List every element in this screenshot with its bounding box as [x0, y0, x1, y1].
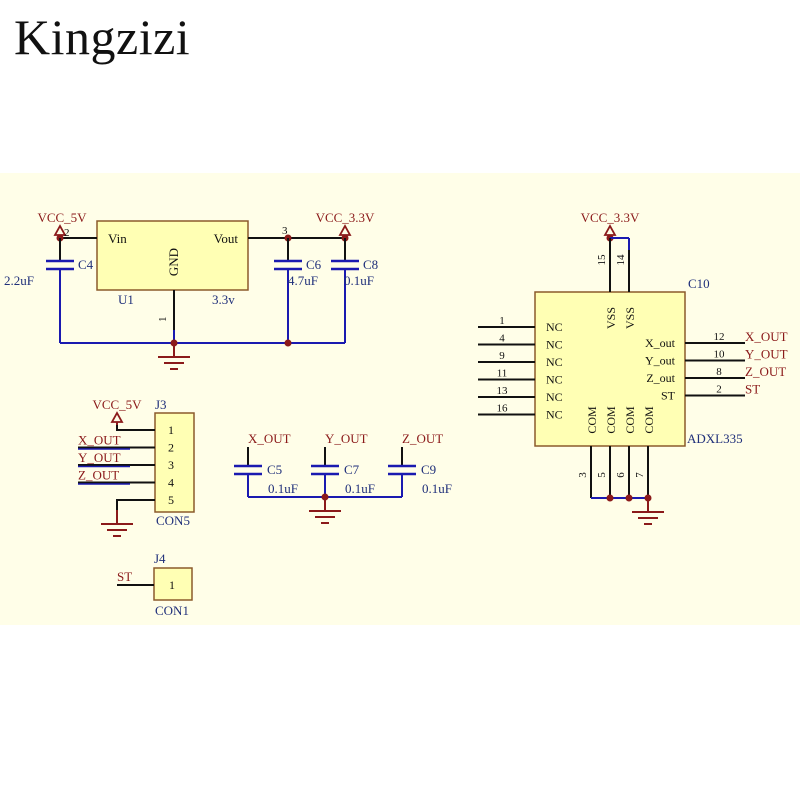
- net-label-x_out-adxl: X_OUT: [745, 329, 788, 344]
- com-pin-3-name: COM: [585, 406, 599, 434]
- j3-designator: J3: [155, 397, 167, 412]
- nc-pin-9-number: 9: [499, 350, 505, 362]
- j4-value: CON1: [155, 603, 189, 618]
- c5-designator: C5: [267, 462, 282, 477]
- net-label-x_out-cap: X_OUT: [248, 431, 291, 446]
- vss-pin-15-name: VSS: [604, 307, 618, 329]
- c6-designator: C6: [306, 257, 322, 272]
- net-label-y_out-adxl: Y_OUT: [745, 347, 788, 362]
- c8-value: 0.1uF: [344, 273, 374, 288]
- out-pin-8-number: 8: [716, 366, 722, 378]
- c4-value: 2.2uF: [4, 273, 34, 288]
- c8-designator: C8: [363, 257, 378, 272]
- com-pin-5-name: COM: [604, 406, 618, 434]
- junction-c6-gnd: [284, 339, 292, 347]
- j4-pin-1-number: 1: [169, 578, 175, 592]
- net-label-st-adxl: ST: [745, 382, 760, 397]
- net-label-z_out-adxl: Z_OUT: [745, 364, 786, 379]
- u1-pin-gnd-label: GND: [166, 248, 181, 276]
- filter-caps-section: X_OUT C5 0.1uF Y_OUT C7 0.1uF Z_OUT C9 0.1uF: [234, 431, 452, 524]
- j3-pin-3-number: 3: [168, 458, 174, 472]
- j3-body: [154, 412, 195, 513]
- j3-pin-5-wire: [116, 499, 155, 510]
- net-label-x_out-j3: X_OUT: [78, 433, 121, 448]
- vcc-5v-power-label: VCC_5V: [37, 210, 87, 225]
- vss-pin-15-number: 15: [596, 254, 608, 266]
- c7-value: 0.1uF: [345, 481, 375, 496]
- com-pin-6-name: COM: [623, 406, 637, 434]
- u1-designator: U1: [118, 292, 134, 307]
- out-pin-10-number: 10: [714, 349, 726, 361]
- j3-value: CON5: [156, 513, 190, 528]
- u1-value: 3.3v: [212, 292, 235, 307]
- net-label-y_out-cap: Y_OUT: [325, 431, 368, 446]
- c6-value: 4.7uF: [288, 273, 318, 288]
- com-pin-5-number: 5: [596, 472, 608, 478]
- out-pin-10-name: Y_out: [645, 354, 676, 368]
- nc-pin-4-number: 4: [499, 333, 505, 345]
- nc-pin-9-name: NC: [546, 355, 563, 369]
- com-pin-7-number: 7: [634, 472, 646, 478]
- junction-com-6: [625, 494, 633, 502]
- u1-pin-vin-label: Vin: [108, 231, 127, 246]
- adxl335-designator: C10: [688, 276, 710, 291]
- nc-pin-13-name: NC: [546, 390, 563, 404]
- j3-pin-5-number: 5: [168, 493, 174, 507]
- j4-body: [153, 567, 193, 601]
- c9-designator: C9: [421, 462, 436, 477]
- vcc-3v3-power-regulator-label: VCC_3.3V: [316, 210, 375, 225]
- net-label-y_out-j3: Y_OUT: [78, 450, 121, 465]
- u1-pin-2-number: 2: [64, 227, 70, 239]
- com-pin-3-number: 3: [577, 472, 589, 478]
- nc-pin-11-name: NC: [546, 373, 563, 387]
- out-pin-2-number: 2: [716, 384, 722, 396]
- c9-value: 0.1uF: [422, 481, 452, 496]
- nc-pin-11-number: 11: [497, 368, 508, 380]
- c5-value: 0.1uF: [268, 481, 298, 496]
- vcc-3v3-power-adxl-label: VCC_3.3V: [581, 210, 640, 225]
- j3-pin-1-number: 1: [168, 423, 174, 437]
- brand-logo-text: Kingzizi: [14, 9, 191, 65]
- net-label-st-j4: ST: [117, 569, 132, 584]
- nc-pin-4-name: NC: [546, 338, 563, 352]
- u1-pin-3-number: 3: [282, 225, 288, 237]
- c7-designator: C7: [344, 462, 360, 477]
- nc-pin-13-number: 13: [497, 385, 509, 397]
- vss-pin-14-number: 14: [615, 254, 627, 266]
- u1-pin-1-number: 1: [157, 317, 169, 323]
- j4-designator: J4: [154, 551, 166, 566]
- net-label-z_out-cap: Z_OUT: [402, 431, 443, 446]
- net-label-z_out-j3: Z_OUT: [78, 468, 119, 483]
- out-pin-8-name: Z_out: [646, 371, 675, 385]
- out-pin-12-number: 12: [714, 331, 725, 343]
- j3-pin-4-number: 4: [168, 476, 174, 490]
- nc-pin-16-number: 16: [497, 403, 509, 415]
- u1-pin-vout-label: Vout: [214, 231, 239, 246]
- u1-body: [96, 220, 249, 291]
- j3-pin-1-wire: [116, 425, 155, 431]
- vcc-5v-power-j3-label: VCC_5V: [92, 397, 142, 412]
- junction-com-5: [606, 494, 614, 502]
- out-pin-12-name: X_out: [645, 336, 676, 350]
- j3-pin-2-number: 2: [168, 441, 174, 455]
- nc-pin-1-name: NC: [546, 320, 563, 334]
- out-pin-2-name: ST: [661, 389, 676, 403]
- adxl335-part-name: ADXL335: [687, 431, 743, 446]
- nc-pin-1-number: 1: [499, 315, 505, 327]
- vss-pin-14-name: VSS: [623, 307, 637, 329]
- com-pin-7-name: COM: [642, 406, 656, 434]
- nc-pin-16-name: NC: [546, 408, 563, 422]
- com-pin-6-number: 6: [615, 472, 627, 478]
- c4-designator: C4: [78, 257, 94, 272]
